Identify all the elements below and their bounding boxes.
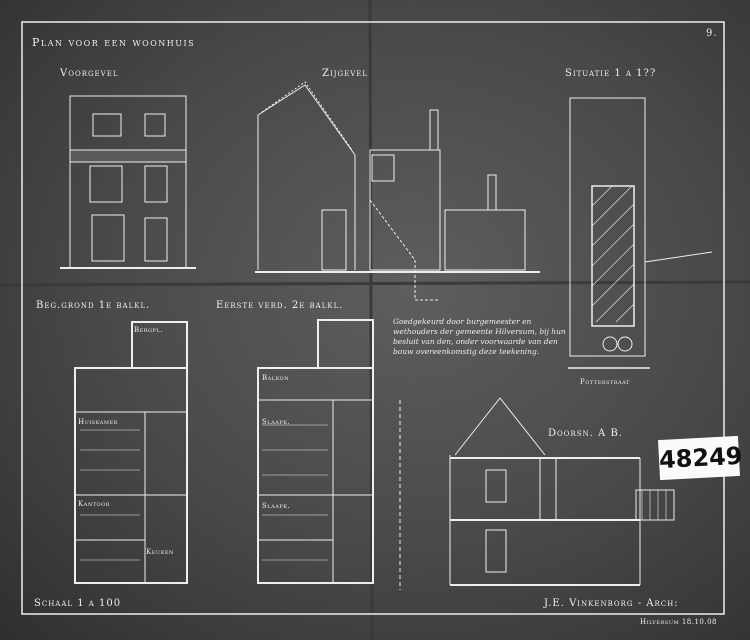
label-front-elevation: Voorgevel — [60, 68, 119, 79]
site-plan — [568, 97, 713, 369]
plan-title: Plan voor een woonhuis — [32, 36, 196, 49]
room-label-slaap1: Slaapk. — [262, 418, 291, 426]
label-site-plan: Situatie 1 a 1?? — [565, 68, 657, 79]
label-side-elevation: Zijgevel — [322, 68, 369, 79]
sheet-border — [21, 21, 725, 615]
place-date-label: Hilversum 18.10.08 — [640, 618, 717, 626]
room-label-kamer: Huiskamer — [78, 418, 118, 426]
front-elevation — [60, 95, 196, 269]
side-elevation — [255, 81, 540, 301]
room-label-keuken: Keuken — [146, 548, 174, 556]
first-floor-plan — [257, 319, 374, 584]
section-ab — [399, 397, 675, 590]
sheet-number: 9. — [706, 28, 718, 39]
room-label-slaap2: Slaapk. — [262, 502, 291, 510]
ground-floor-plan — [74, 321, 188, 584]
label-section: Doorsn. A B. — [548, 428, 623, 439]
approval-note: Goedgekeurd door burgemeester en wethoud… — [393, 317, 566, 356]
room-label-bergplaats: Bergpl. — [134, 326, 163, 334]
architect-label: J.E. Vinkenborg - Arch: — [544, 598, 679, 609]
room-label-balkon: Balkon — [262, 374, 290, 382]
label-first-floor: Eerste verd. 2e balkl. — [216, 300, 344, 311]
room-label-kantoor: Kantoor — [78, 500, 111, 508]
label-street: Potterstraat — [580, 378, 630, 386]
archive-stamp: 48249 — [658, 435, 743, 481]
label-ground-floor: Beg.grond 1e balkl. — [36, 300, 151, 311]
scale-label: Schaal 1 a 100 — [34, 598, 122, 609]
